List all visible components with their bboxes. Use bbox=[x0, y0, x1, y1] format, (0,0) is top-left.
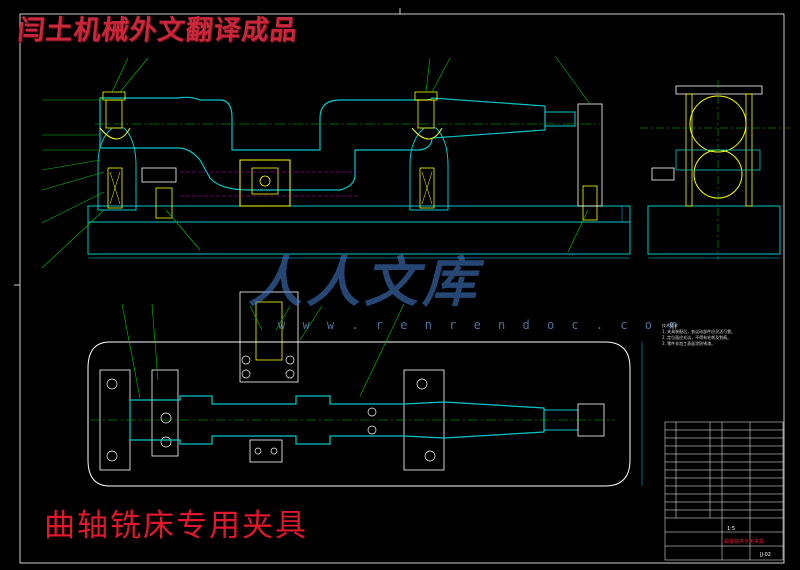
title-block bbox=[664, 421, 784, 561]
v-block-right-groove bbox=[411, 127, 443, 140]
top-view bbox=[87, 291, 643, 487]
top-leaders bbox=[121, 303, 405, 399]
side-base bbox=[647, 205, 781, 255]
support-stud-left bbox=[107, 167, 123, 209]
notes-line: 3. 零件非加工表面涂防锈漆。 bbox=[662, 341, 716, 346]
side-top-plate bbox=[675, 85, 763, 95]
notes-line: 1. 夹具装配后，各运动部件应灵活可靠。 bbox=[662, 329, 736, 334]
v-block-right bbox=[409, 127, 449, 211]
stud-left bbox=[105, 99, 123, 129]
notes-heading: 技术要求 bbox=[662, 323, 678, 328]
top-crankshaft bbox=[129, 395, 545, 445]
center-clamp bbox=[239, 159, 291, 207]
watermark-top: 闫土机械外文翻译成品 bbox=[16, 15, 300, 46]
side-cylinder bbox=[141, 167, 177, 183]
leader-lines bbox=[41, 55, 591, 269]
drawing-title: 曲轴铣床专用夹具 bbox=[44, 508, 308, 544]
side-view bbox=[640, 80, 790, 260]
crankshaft-body bbox=[99, 96, 546, 191]
technical-notes: 技术要求 1. 夹具装配后，各运动部件应灵活可靠。 2. 定位面应光洁，不得有毛… bbox=[662, 323, 772, 347]
drawing-frame bbox=[19, 13, 785, 564]
title-block-drawing-no: JJ-02 bbox=[759, 552, 771, 558]
crankshaft-section-lower bbox=[693, 149, 743, 199]
end-block bbox=[577, 103, 603, 207]
front-view bbox=[41, 55, 631, 269]
locating-pin bbox=[155, 187, 173, 219]
top-base-outline bbox=[87, 341, 631, 487]
nut-left bbox=[102, 91, 126, 101]
v-block-left bbox=[97, 127, 137, 211]
notes-line: 2. 定位面应光洁，不得有毛刺及划痕。 bbox=[662, 335, 732, 340]
bolt-heads bbox=[106, 355, 436, 462]
locating-plate bbox=[87, 205, 631, 223]
logo-url-watermark: w w w . r e n r e n d o c . c o m bbox=[278, 318, 682, 332]
support-stud-right bbox=[419, 167, 435, 209]
title-block-scale: 1:5 bbox=[727, 526, 735, 532]
top-center-clamp bbox=[239, 291, 299, 383]
logo-watermark: 人人文库 bbox=[248, 251, 480, 314]
v-block-left-groove bbox=[99, 127, 131, 140]
shaft-end bbox=[545, 111, 576, 127]
nut-right bbox=[414, 91, 438, 101]
stud-right bbox=[417, 99, 435, 129]
title-block-name: 曲轴铣床专用夹具 bbox=[724, 538, 764, 545]
